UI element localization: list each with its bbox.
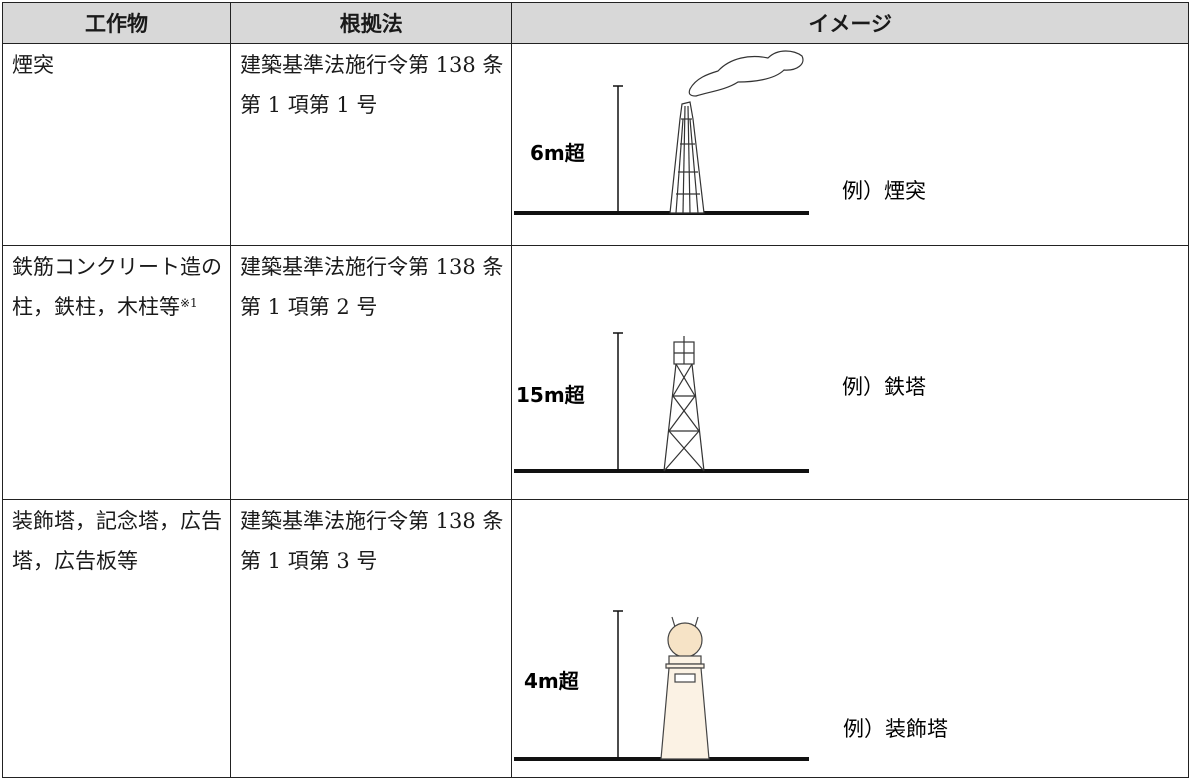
object-cell: 鉄筋コンクリート造の 柱，鉄柱，木柱等※1 <box>2 245 231 500</box>
header-row: 工作物 根拠法 イメージ <box>2 2 1189 44</box>
chimney-icon <box>669 50 804 214</box>
object-cell: 装飾塔，記念塔，広告 塔，広告板等 <box>2 499 231 778</box>
height-label: 6m超 <box>530 141 586 165</box>
image-cell: 15m超 <box>511 245 1189 500</box>
image-cell: 4m超 例）装飾塔 <box>511 499 1189 778</box>
table-row: 鉄筋コンクリート造の 柱，鉄柱，木柱等※1 建築基準法施行令第 138 条 第 … <box>2 245 1189 500</box>
law-line: 第 1 項第 3 号 <box>240 549 378 573</box>
law-line: 第 1 項第 1 号 <box>240 93 378 117</box>
decorative-tower-illustration: 4m超 例）装飾塔 <box>514 610 948 761</box>
height-label: 15m超 <box>516 383 586 407</box>
example-caption: 例）装飾塔 <box>843 717 948 741</box>
steel-tower-illustration: 15m超 <box>514 332 926 473</box>
example-caption: 例）鉄塔 <box>842 375 926 399</box>
law-cell: 建築基準法施行令第 138 条 第 1 項第 3 号 <box>229 499 513 778</box>
image-cell: 6m超 例）煙突 <box>511 43 1189 246</box>
object-line: 装飾塔，記念塔，広告 <box>12 509 222 533</box>
header-image: イメージ <box>511 2 1189 44</box>
example-caption: 例）煙突 <box>842 179 926 203</box>
law-line: 建築基準法施行令第 138 条 <box>240 509 504 533</box>
object-cell: 煙突 <box>2 43 231 246</box>
object-line: 鉄筋コンクリート造の <box>12 255 222 279</box>
table-row: 装飾塔，記念塔，広告 塔，広告板等 建築基準法施行令第 138 条 第 1 項第… <box>2 499 1189 778</box>
steel-tower-icon <box>663 336 706 472</box>
object-line: 塔，広告板等 <box>12 549 138 573</box>
object-line: 柱，鉄柱，木柱等※1 <box>12 295 198 319</box>
object-line: 煙突 <box>12 53 54 77</box>
decorative-tower-icon <box>660 616 711 760</box>
table-row: 煙突 建築基準法施行令第 138 条 第 1 項第 1 号 6m超 <box>2 43 1189 246</box>
law-line: 第 1 項第 2 号 <box>240 295 378 319</box>
footnote-mark: ※1 <box>180 296 198 310</box>
header-law: 根拠法 <box>229 2 513 44</box>
law-line: 建築基準法施行令第 138 条 <box>240 53 504 77</box>
law-cell: 建築基準法施行令第 138 条 第 1 項第 1 号 <box>229 43 513 246</box>
header-object: 工作物 <box>2 2 231 44</box>
law-cell: 建築基準法施行令第 138 条 第 1 項第 2 号 <box>229 245 513 500</box>
law-line: 建築基準法施行令第 138 条 <box>240 255 504 279</box>
chimney-illustration: 6m超 例）煙突 <box>514 50 926 215</box>
height-label: 4m超 <box>524 669 580 693</box>
